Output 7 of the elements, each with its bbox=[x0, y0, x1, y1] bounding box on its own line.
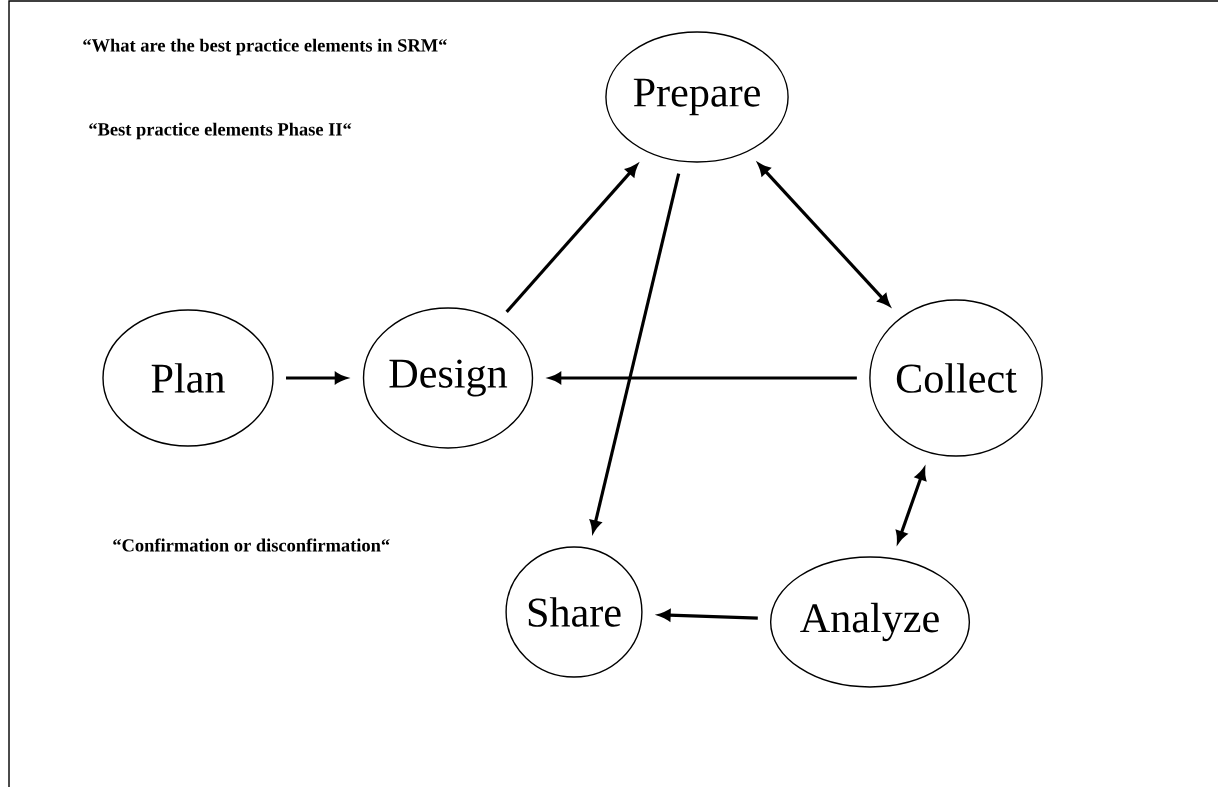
arrow bbox=[505, 164, 638, 313]
arrow bbox=[658, 609, 758, 621]
arrow bbox=[589, 173, 681, 533]
note-text: “What are the best practice elements in SRM“ bbox=[83, 38, 447, 56]
arrow bbox=[758, 163, 890, 307]
note-text: “Confirmation or disconfirmation“ bbox=[113, 538, 390, 552]
note-text: “Best practice elements Phase II“ bbox=[89, 122, 352, 140]
